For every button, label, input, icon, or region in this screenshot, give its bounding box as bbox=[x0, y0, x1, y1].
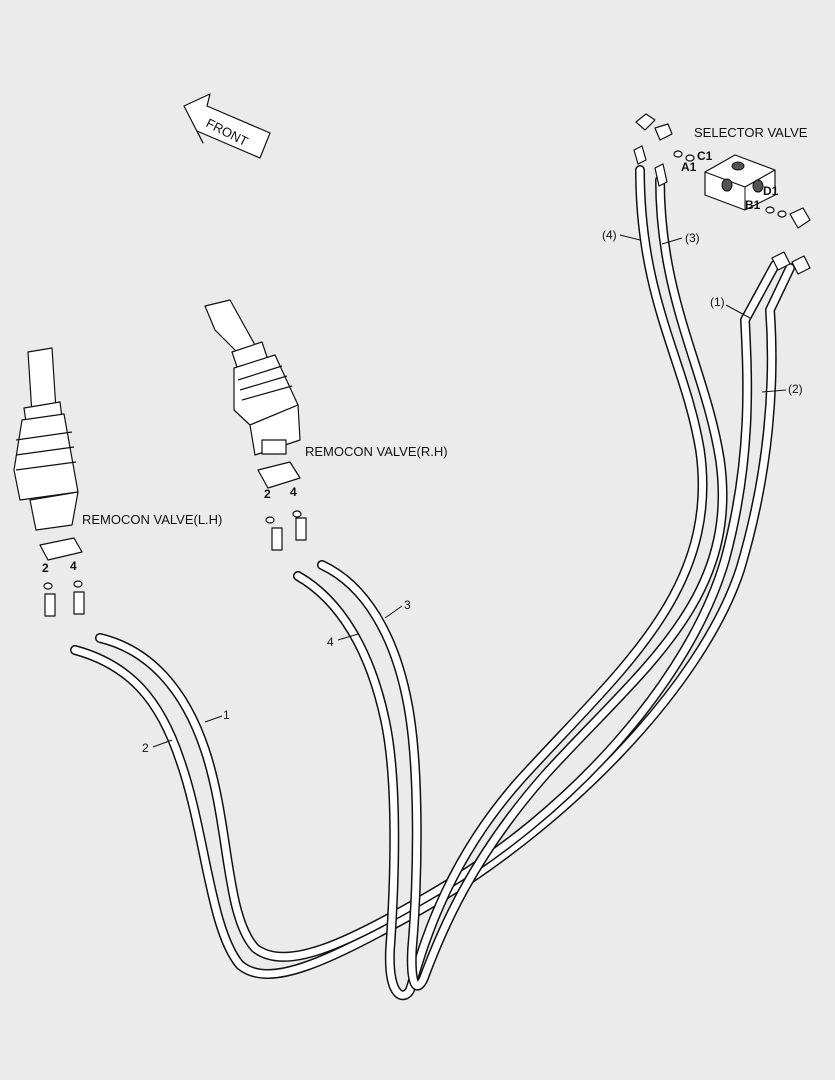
remocon-valve-rh-label: REMOCON VALVE(R.H) bbox=[305, 444, 448, 459]
callout-p3: (3) bbox=[685, 231, 700, 245]
lh-port-4: 4 bbox=[70, 559, 77, 573]
remocon-valve-lh-label: REMOCON VALVE(L.H) bbox=[82, 512, 222, 527]
port-d1-label: D1 bbox=[763, 184, 779, 198]
callout-h1: 1 bbox=[223, 708, 230, 722]
callout-p4: (4) bbox=[602, 228, 617, 242]
rh-port-2: 2 bbox=[264, 487, 271, 501]
hose-3 bbox=[317, 175, 728, 991]
hose-2 bbox=[70, 263, 795, 979]
hose-1 bbox=[95, 260, 780, 962]
hose-4 bbox=[293, 165, 708, 1001]
remocon-valve-rh bbox=[204, 299, 307, 551]
rh-port-4: 4 bbox=[290, 485, 297, 499]
lh-port-2: 2 bbox=[42, 561, 49, 575]
remocon-valve-lh bbox=[13, 347, 85, 617]
selector-valve bbox=[633, 113, 811, 275]
callout-h2: 2 bbox=[142, 741, 149, 755]
callout-p1: (1) bbox=[710, 295, 725, 309]
callout-leaders bbox=[152, 234, 787, 748]
callout-p2: (2) bbox=[788, 382, 803, 396]
port-b1-label: B1 bbox=[745, 198, 761, 212]
port-a1-label: A1 bbox=[681, 160, 697, 174]
selector-valve-label: SELECTOR VALVE bbox=[694, 125, 808, 140]
callout-h4: 4 bbox=[327, 635, 334, 649]
front-arrow: FRONT bbox=[183, 93, 271, 159]
port-c1-label: C1 bbox=[697, 149, 713, 163]
hose-group bbox=[70, 165, 795, 1001]
callout-h3: 3 bbox=[404, 598, 411, 612]
